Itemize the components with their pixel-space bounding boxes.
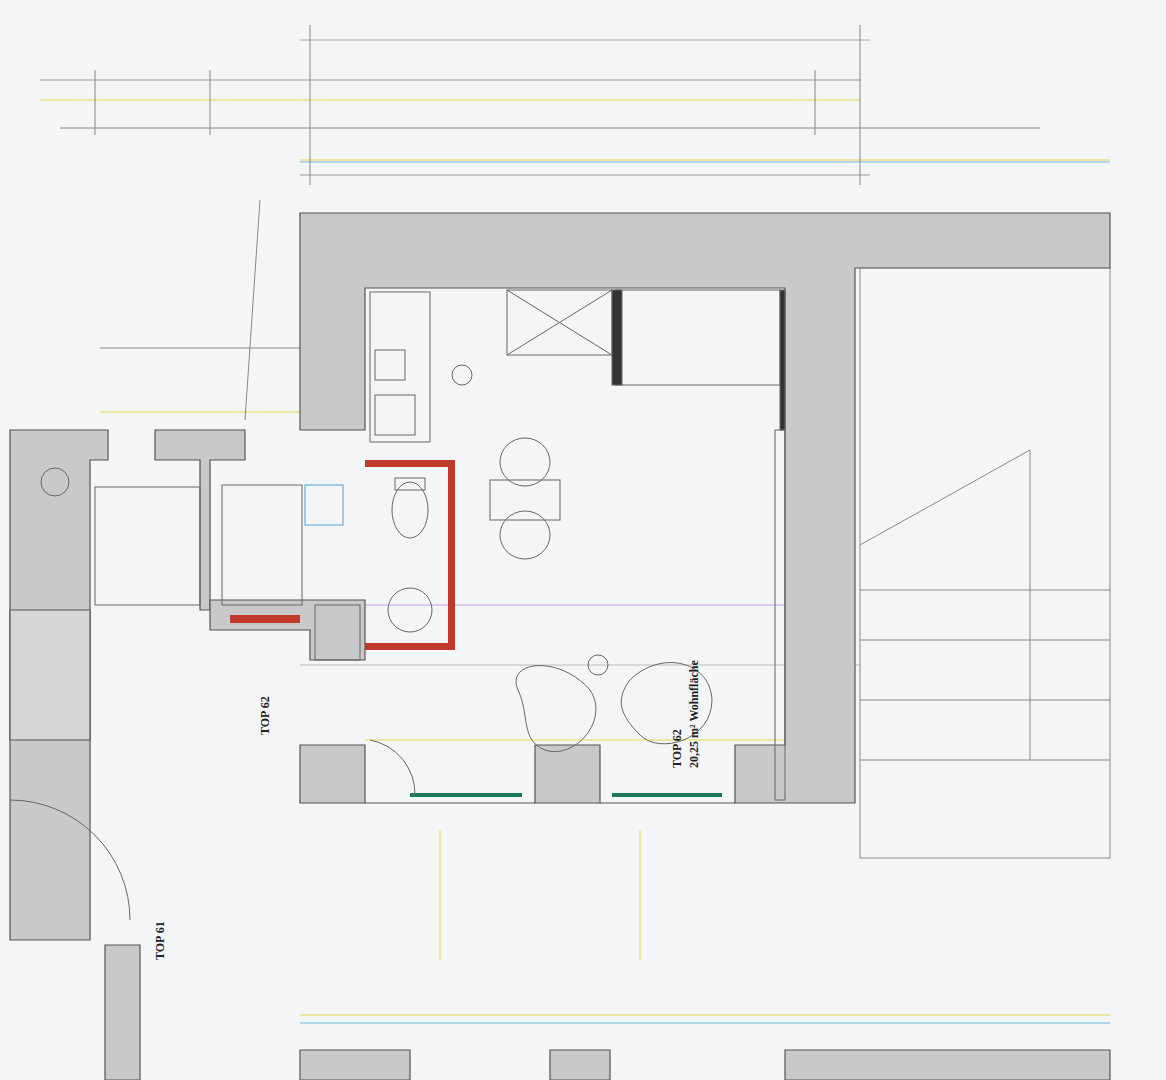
- dimension-lines: [40, 25, 1110, 1023]
- unit-name: TOP 62: [670, 729, 685, 768]
- area-note: 20,25 m² Wohnfläche: [687, 660, 702, 768]
- unit-label: TOP 61: [153, 921, 168, 960]
- furniture: [10, 290, 785, 920]
- windows: [365, 795, 735, 803]
- room-area: TOP 6220,25 m² Wohnfläche: [365, 288, 785, 803]
- staircase: [860, 268, 1110, 858]
- walls: [10, 213, 1110, 1080]
- unit-label: TOP 62: [258, 696, 273, 735]
- bathroom-partition: [230, 460, 455, 650]
